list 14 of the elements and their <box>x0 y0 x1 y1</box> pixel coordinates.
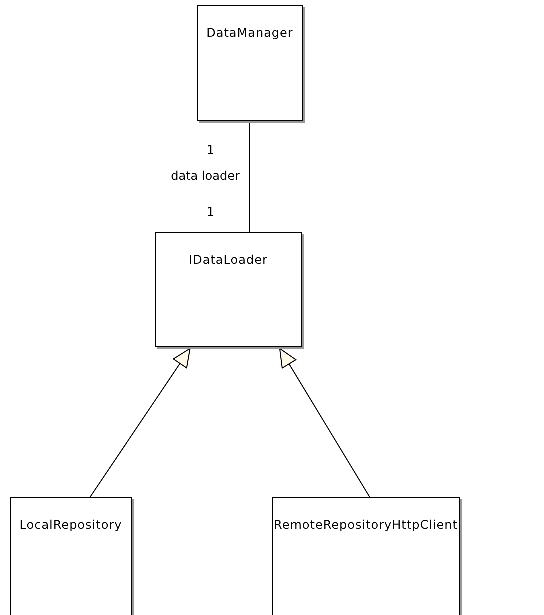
generalization-arrow <box>90 348 191 498</box>
class-name: IDataLoader <box>188 253 269 267</box>
multiplicity-label: 1 <box>207 143 215 157</box>
class-name: LocalRepository <box>18 518 124 532</box>
generalization-arrow <box>279 348 370 498</box>
class-box <box>197 5 303 121</box>
association-line <box>249 120 250 232</box>
class-name: DataManager <box>206 26 294 40</box>
class-box <box>272 497 460 615</box>
edge-label: data loader <box>171 168 240 182</box>
class-name: RemoteRepositoryHttpClient <box>273 518 459 532</box>
class-box <box>155 232 302 347</box>
class-box <box>10 497 132 615</box>
multiplicity-label: 1 <box>207 205 215 219</box>
